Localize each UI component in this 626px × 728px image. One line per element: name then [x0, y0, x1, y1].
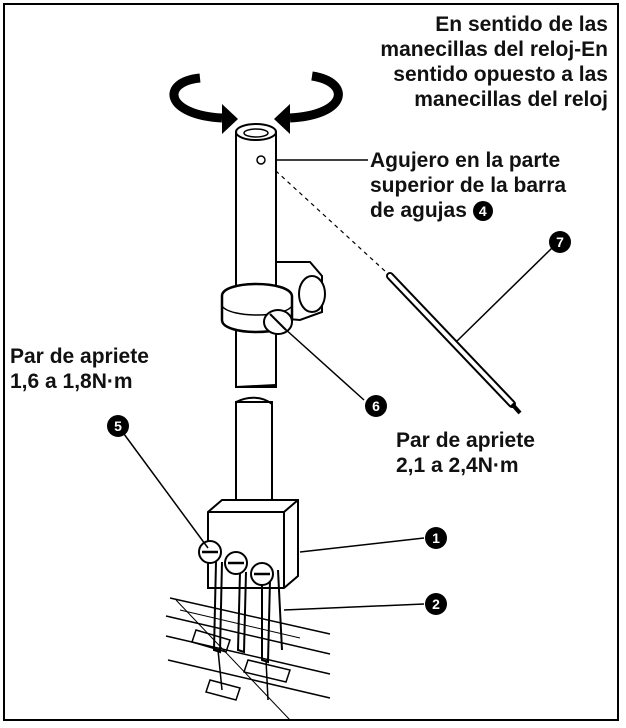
callout-6-leader: [283, 327, 365, 401]
torque-right-line-1: Par de apriete: [396, 429, 535, 452]
clockwise-arrow-icon: [274, 71, 343, 134]
needle-screws: [198, 540, 274, 586]
figure-frame: [3, 3, 619, 721]
callout-2-leader: [283, 603, 425, 611]
torque-left-line-2: 1,6 a 1,8N·m: [10, 370, 133, 393]
rotation-direction-label: En sentido de las manecillas del reloj-E…: [308, 12, 608, 112]
pin-dashed-path: [263, 159, 387, 273]
svg-text:5: 5: [114, 418, 122, 434]
callout-5: 5: [107, 415, 129, 437]
hole-line-2: superior de la barra: [370, 174, 567, 197]
callout-7-leader: [455, 247, 553, 343]
torque-left-label: Par de apriete 1,6 a 1,8N·m: [10, 344, 230, 394]
callout-1-leader: [299, 537, 425, 553]
callout-7: 7: [549, 231, 571, 253]
rotation-line-1: En sentido de las: [435, 13, 608, 36]
needle-bar-connection: [220, 261, 326, 335]
adjustment-pin: [386, 272, 522, 415]
hole-line-1: Agujero en la parte: [370, 149, 561, 172]
rotation-line-4: manecillas del reloj: [414, 88, 608, 111]
callout-2: 2: [425, 593, 447, 615]
needles: [212, 561, 283, 701]
torque-right-label: Par de apriete 2,1 a 2,4N·m: [396, 428, 616, 478]
callout-1: 1: [425, 527, 447, 549]
needle-bar-upper: [235, 123, 277, 388]
svg-text:6: 6: [372, 398, 380, 414]
hole-label: Agujero en la parte superior de la barra…: [370, 148, 610, 223]
torque-right-line-2: 2,1 a 2,4N·m: [396, 454, 519, 477]
svg-text:7: 7: [556, 234, 564, 250]
rotation-line-2: manecillas del reloj-En: [380, 38, 608, 61]
torque-left-line-1: Par de apriete: [10, 345, 149, 368]
callout-5-leader: [123, 433, 209, 549]
svg-text:1: 1: [432, 530, 440, 546]
counterclockwise-arrow-icon: [169, 73, 238, 134]
clamp-screw: [263, 309, 293, 335]
hole-ref-badge: 4: [472, 201, 493, 222]
rotation-line-3: sentido opuesto a las: [393, 63, 608, 86]
needle-plate: [165, 597, 331, 721]
callout-6: 6: [365, 395, 387, 417]
hole-line-3: de agujas: [370, 199, 467, 222]
svg-text:2: 2: [432, 596, 440, 612]
